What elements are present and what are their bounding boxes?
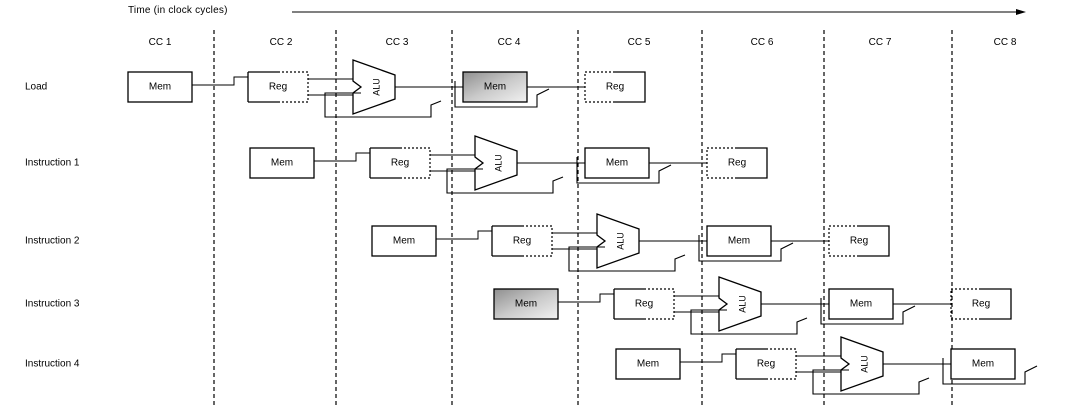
data-memory-box: [828, 288, 894, 320]
clock-cycle-label: CC 5: [627, 37, 651, 48]
mem-bracket-wire: [942, 358, 1038, 385]
if-id-wire: [192, 76, 248, 86]
register-file-label: Reg: [391, 158, 409, 169]
data-memory-label: Mem: [606, 158, 628, 169]
if-id-wire: [680, 353, 736, 363]
mem-bracket-wire: [698, 235, 794, 262]
reg-write-half: [950, 288, 981, 320]
if-id-wire: [558, 293, 614, 303]
instruction-label: Instruction 4: [25, 358, 80, 370]
reg-read-half: [644, 288, 675, 320]
data-memory-box: [462, 71, 528, 103]
clock-cycle-label: CC 3: [385, 37, 409, 48]
instruction-memory-box: [127, 71, 193, 103]
reg-read-half: [522, 225, 553, 257]
reg-box-edge: [859, 225, 890, 257]
ex-feedback-wire: [568, 246, 686, 272]
time-axis-label: Time (in clock cycles): [128, 5, 228, 16]
instruction-memory-box: [249, 147, 315, 179]
writeback-register-label: Reg: [606, 82, 624, 93]
if-id-wire: [314, 152, 370, 162]
data-memory-label: Mem: [728, 236, 750, 247]
writeback-register-label: Reg: [972, 299, 990, 310]
clock-cycle-label: CC 1: [148, 37, 172, 48]
writeback-register-label: Reg: [850, 236, 868, 247]
reg-box-edge: [981, 288, 1012, 320]
clock-cycle-label: CC 8: [993, 37, 1017, 48]
alu-shape: [718, 276, 762, 332]
reg-read-half: [766, 348, 797, 380]
instruction-label: Load: [25, 81, 48, 93]
mem-bracket-wire: [454, 81, 550, 108]
mem-bracket-wire: [576, 157, 672, 184]
data-memory-label: Mem: [972, 359, 994, 370]
ex-feedback-wire: [812, 369, 930, 395]
mem-bracket-wire: [820, 298, 916, 325]
alu-shape: [352, 59, 396, 115]
instruction-memory-label: Mem: [515, 299, 537, 310]
instruction-memory-box: [615, 348, 681, 380]
ex-feedback-wire: [690, 309, 808, 335]
clock-cycle-label: CC 7: [868, 37, 892, 48]
instruction-memory-label: Mem: [271, 158, 293, 169]
register-file-label: Reg: [513, 236, 531, 247]
instruction-memory-label: Mem: [149, 82, 171, 93]
reg-write-half: [706, 147, 737, 179]
reg-write-half: [584, 71, 615, 103]
if-id-wire: [436, 230, 492, 240]
ex-feedback-wire: [324, 92, 442, 118]
data-memory-box: [950, 348, 1016, 380]
alu-label: ALU: [371, 78, 381, 96]
reg-box-edge: [737, 147, 768, 179]
instruction-memory-label: Mem: [637, 359, 659, 370]
alu-label: ALU: [737, 295, 747, 313]
time-axis-arrowhead: [1016, 9, 1026, 15]
reg-read-half: [400, 147, 431, 179]
register-file-label: Reg: [757, 359, 775, 370]
register-file-label: Reg: [635, 299, 653, 310]
reg-box-edge: [615, 71, 646, 103]
instruction-memory-box: [371, 225, 437, 257]
ex-feedback-wire: [446, 168, 564, 194]
instruction-memory-box: [493, 288, 559, 320]
alu-shape: [840, 336, 884, 392]
reg-read-half: [278, 71, 309, 103]
alu-shape: [474, 135, 518, 191]
clock-cycle-label: CC 2: [269, 37, 293, 48]
instruction-label: Instruction 3: [25, 298, 80, 310]
alu-label: ALU: [615, 232, 625, 250]
alu-label: ALU: [493, 154, 503, 172]
clock-cycle-label: CC 6: [750, 37, 774, 48]
reg-write-half: [828, 225, 859, 257]
data-memory-label: Mem: [484, 82, 506, 93]
writeback-register-label: Reg: [728, 158, 746, 169]
clock-cycle-label: CC 4: [497, 37, 521, 48]
instruction-label: Instruction 1: [25, 157, 80, 169]
instruction-label: Instruction 2: [25, 235, 80, 247]
data-memory-label: Mem: [850, 299, 872, 310]
instruction-memory-label: Mem: [393, 236, 415, 247]
alu-label: ALU: [859, 355, 869, 373]
register-file-label: Reg: [269, 82, 287, 93]
alu-shape: [596, 213, 640, 269]
data-memory-box: [706, 225, 772, 257]
